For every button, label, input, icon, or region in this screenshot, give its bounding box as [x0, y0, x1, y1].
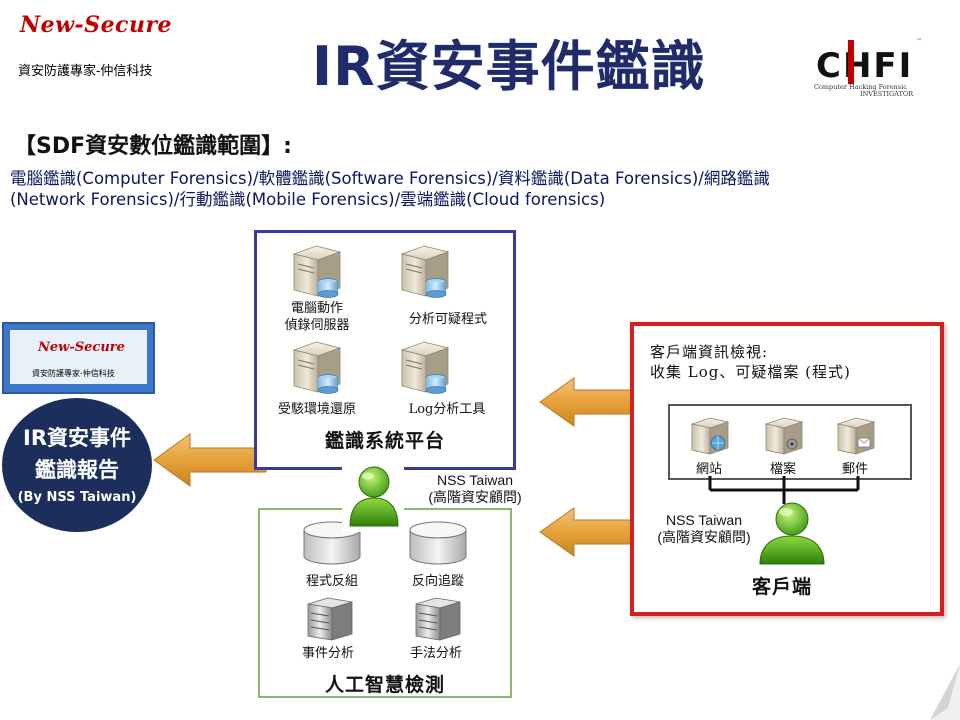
- scope-description: 電腦鑑識(Computer Forensics)/軟體鑑識(Software F…: [10, 168, 940, 210]
- ai-item-2-label: 反向追蹤: [411, 574, 464, 589]
- platform-item-4-label: Log分析工具: [408, 402, 486, 417]
- arrow-to-ai-icon: [539, 507, 633, 557]
- report-brand-card: New-Secure 資安防護專家-仲信科技: [2, 322, 155, 394]
- chfi-logo: CHFI ™ Computer Hacking Forensic INVESTI…: [814, 38, 924, 98]
- platform-item-3-label: 受駭環境還原: [277, 402, 356, 417]
- consultant-person-icon: [349, 466, 399, 527]
- ai-title: 人工智慧檢測: [324, 674, 445, 696]
- platform-title: 鑑識系統平台: [324, 430, 445, 452]
- ai-item-3-label: 事件分析: [301, 646, 354, 661]
- client-item-3-label: 郵件: [841, 462, 868, 477]
- chfi-subtitle-line-2: INVESTIGATOR: [860, 90, 914, 98]
- page-title: IR資安事件鑑識: [312, 35, 706, 98]
- arrow-to-report-icon: [153, 433, 267, 487]
- page-curl-decoration: [930, 664, 960, 720]
- disk-drive-icon: [409, 521, 467, 565]
- client-item-1-label: 網站: [695, 462, 722, 477]
- chfi-subtitle: Computer Hacking Forensic INVESTIGATOR: [814, 84, 913, 98]
- brand-tagline: 資安防護專家-仲信科技: [18, 64, 153, 79]
- client-heading-line-2: 收集 Log、可疑檔案 (程式): [650, 363, 851, 381]
- client-item-2-label: 檔案: [769, 462, 796, 477]
- ai-item-4-label: 手法分析: [409, 646, 462, 661]
- platform-item-2-label: 分析可疑程式: [408, 312, 487, 327]
- server-database-icon: [292, 245, 342, 298]
- chfi-trademark: ™: [916, 38, 922, 45]
- consultant-center-line-2: (高階資安顧問): [428, 489, 522, 505]
- consultant-center-line-1: NSS Taiwan: [436, 472, 513, 488]
- disk-drive-icon: [303, 521, 361, 565]
- server-database-icon: [292, 341, 342, 394]
- file-server-icon: [764, 417, 804, 455]
- consultant-center-label: NSS Taiwan (高階資安顧問): [412, 472, 538, 506]
- server-database-icon: [400, 341, 450, 394]
- report-line-2: 鑑識報告: [35, 458, 119, 482]
- rack-server-icon: [307, 597, 353, 641]
- web-server-icon: [690, 417, 730, 455]
- chfi-logo-text: CHFI: [816, 46, 914, 86]
- client-person-icon: [759, 502, 825, 565]
- arrow-to-platform-icon: [539, 377, 633, 427]
- platform-item-1-label: 電腦動作 偵錄伺服器: [262, 300, 372, 334]
- consultant-client-line-2: (高階資安顧問): [657, 529, 751, 545]
- consultant-client-label: NSS Taiwan (高階資安顧問): [646, 512, 762, 546]
- report-line-3: (By NSS Taiwan): [17, 490, 137, 505]
- client-connector-lines: [708, 476, 860, 504]
- mail-server-icon: [836, 417, 876, 455]
- client-title: 客戶端: [752, 576, 813, 598]
- rack-server-icon: [415, 597, 461, 641]
- client-heading: 客戶端資訊檢視: 收集 Log、可疑檔案 (程式): [650, 342, 851, 382]
- ai-detection-box: [258, 508, 512, 698]
- report-brand-card-inner: New-Secure 資安防護專家-仲信科技: [10, 330, 147, 384]
- chfi-logo-bar: [848, 40, 854, 84]
- report-brand-logo: New-Secure: [38, 340, 125, 355]
- report-badge: IR資安事件 鑑識報告 (By NSS Taiwan): [2, 398, 152, 532]
- brand-logo: New-Secure: [20, 12, 173, 38]
- report-line-1: IR資安事件: [23, 426, 131, 450]
- platform-item-1-line-2: 偵錄伺服器: [284, 318, 350, 333]
- ai-item-1-label: 程式反組: [305, 574, 358, 589]
- scope-heading: 【SDF資安數位鑑識範圍】:: [14, 134, 292, 159]
- scope-line-1: 電腦鑑識(Computer Forensics)/軟體鑑識(Software F…: [10, 169, 770, 188]
- report-brand-tagline: 資安防護專家-仲信科技: [32, 369, 115, 378]
- platform-item-1-line-1: 電腦動作: [290, 301, 343, 316]
- client-heading-line-1: 客戶端資訊檢視:: [650, 343, 769, 361]
- chfi-subtitle-line-1: Computer Hacking Forensic: [814, 83, 907, 91]
- scope-line-2: (Network Forensics)/行動鑑識(Mobile Forensic…: [10, 190, 606, 209]
- server-database-icon: [400, 245, 450, 298]
- consultant-client-line-1: NSS Taiwan: [665, 512, 742, 528]
